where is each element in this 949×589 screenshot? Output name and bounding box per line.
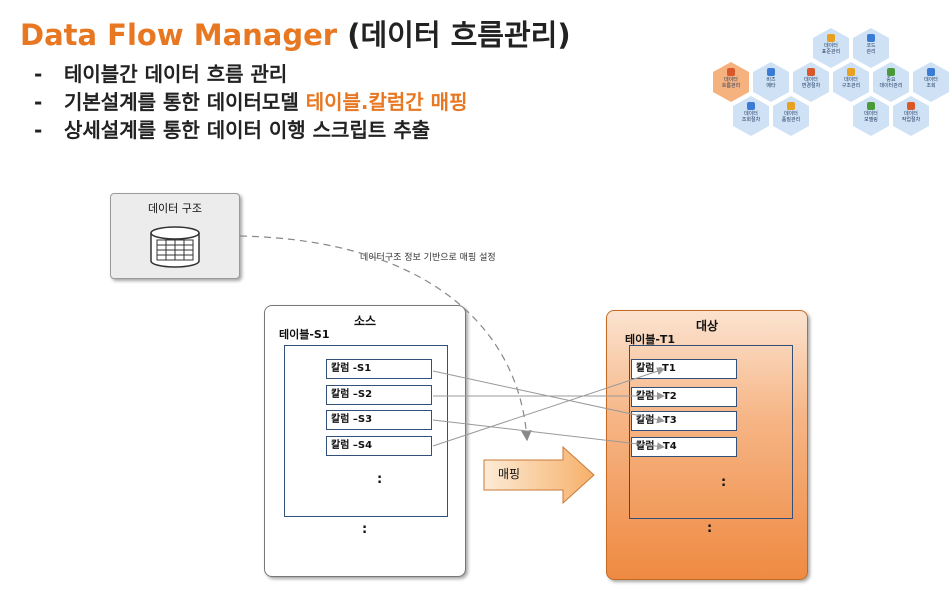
hex-label: 구조관리 <box>841 83 861 89</box>
hex-label: 데이터 <box>864 111 878 117</box>
task-icon <box>907 102 915 110</box>
bullet-text: 상세설계를 통한 데이터 이행 스크립트 추출 <box>64 118 431 142</box>
page-title: Data Flow Manager (데이터 흐름관리) <box>20 12 571 54</box>
hex-label: 데이터 <box>724 77 738 83</box>
bullet-highlight: 테이블.칼럼간 매핑 <box>305 90 468 114</box>
target-column[interactable]: 칼럼 -T1 <box>631 359 737 379</box>
bullet-dash: - <box>34 62 43 86</box>
bullet-item: -테이블간 데이터 흐름 관리 <box>34 60 467 88</box>
source-column[interactable]: 칼럼 –S4 <box>326 436 432 456</box>
mapping-arrow <box>483 446 595 504</box>
target-column[interactable]: 칼럼 –T4 <box>631 437 737 457</box>
hex-label: 데이터관리 <box>879 83 903 89</box>
hex-label: 비즈 <box>766 77 776 83</box>
hex-label: 데이터 <box>924 77 938 83</box>
structure-icon <box>847 68 855 76</box>
mapping-note: 데이터구조 정보 기반으로 매핑 설정 <box>360 253 496 263</box>
hex-label: 데이터 <box>784 111 798 117</box>
bullet-dash: - <box>34 118 43 142</box>
hex-label: 코드 <box>866 43 876 49</box>
target-title: 대상 <box>695 319 719 333</box>
code-icon <box>867 34 875 42</box>
hex-label: 데이터 <box>824 43 838 49</box>
meta-icon <box>767 68 775 76</box>
bullet-text: 기본설계를 통한 데이터모델 <box>64 90 306 114</box>
data-structure-box: 데이터 구조 <box>110 193 240 279</box>
source-column[interactable]: 칼럼 –S2 <box>326 385 432 405</box>
hex-label: 흐름관리 <box>721 83 741 89</box>
bullet-text: 테이블간 데이터 흐름 관리 <box>64 62 288 86</box>
target-column[interactable]: 칼럼 –T3 <box>631 411 737 431</box>
hex-label: 관리 <box>866 49 876 55</box>
hex-label: 메타 <box>766 83 776 89</box>
data-structure-title: 데이터 구조 <box>147 202 203 215</box>
hex-label: 작업절차 <box>901 117 921 123</box>
change-icon <box>807 68 815 76</box>
source-table-label: 테이블-S1 <box>279 328 330 341</box>
title-korean: (데이터 흐름관리) <box>337 18 571 52</box>
source-outer-ellipsis: : <box>362 522 368 537</box>
hex-label: 변경절차 <box>801 83 821 89</box>
hex-label: 데이터 <box>844 77 858 83</box>
bullet-item: -기본설계를 통한 데이터모델 테이블.칼럼간 매핑 <box>34 88 467 116</box>
flow-icon <box>727 68 735 76</box>
hex-label: 중요 <box>886 77 896 83</box>
bullet-dash: - <box>34 90 43 114</box>
hex-label: 데이터 <box>904 111 918 117</box>
source-column[interactable]: 칼럼 -S1 <box>326 359 432 379</box>
source-inner-ellipsis: : <box>377 472 383 487</box>
target-inner-ellipsis: : <box>721 475 727 490</box>
source-panel: 소스 테이블-S1 칼럼 -S1 칼럼 –S2 칼럼 –S3 칼럼 –S4 : … <box>264 305 466 577</box>
hex-label: 조회 <box>926 83 936 89</box>
view-icon <box>747 102 755 110</box>
bullet-list: -테이블간 데이터 흐름 관리 -기본설계를 통한 데이터모델 테이블.칼럼간 … <box>34 60 467 144</box>
hex-label: 데이터 <box>804 77 818 83</box>
quality-icon <box>787 102 795 110</box>
database-icon <box>150 226 200 268</box>
hex-label: 품질관리 <box>781 117 801 123</box>
target-column[interactable]: 칼럼 –T2 <box>631 387 737 407</box>
search-icon <box>927 68 935 76</box>
target-table-label: 테이블-T1 <box>625 333 676 346</box>
important-icon <box>887 68 895 76</box>
target-outer-ellipsis: : <box>707 521 713 536</box>
hex-label: 모델링 <box>864 117 878 123</box>
title-english: Data Flow Manager <box>20 18 338 52</box>
hex-label: 조회절차 <box>741 117 761 123</box>
target-panel: 대상 테이블-T1 칼럼 -T1 칼럼 –T2 칼럼 –T3 칼럼 –T4 : … <box>606 310 808 580</box>
source-column[interactable]: 칼럼 –S3 <box>326 410 432 430</box>
model-icon <box>867 102 875 110</box>
check-icon <box>827 34 835 42</box>
hex-label: 표준관리 <box>821 49 841 55</box>
mapping-label: 매핑 <box>498 467 521 481</box>
bullet-item: -상세설계를 통한 데이터 이행 스크립트 추출 <box>34 116 467 144</box>
hex-label: 데이터 <box>744 111 758 117</box>
